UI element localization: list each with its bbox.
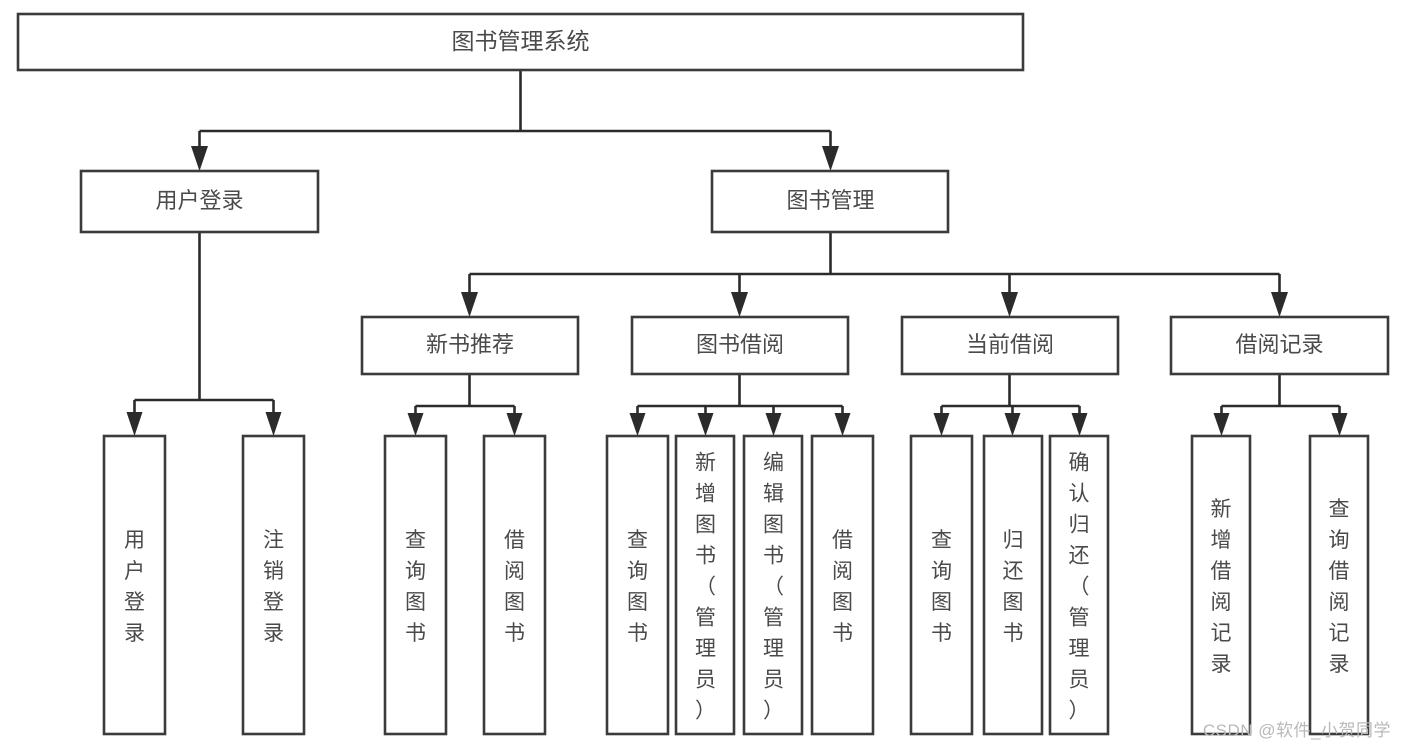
node-borrow-record-label: 借阅记录 <box>1235 332 1323 357</box>
arrow-head-icon <box>629 413 646 436</box>
arrow-head-icon <box>765 413 782 436</box>
node-leaf-borrow-book-2-box[interactable] <box>810 434 875 736</box>
node-leaf-query-book-1[interactable]: 查询图书 <box>383 434 448 736</box>
arrow-head-icon <box>265 412 282 436</box>
arrow-head-icon <box>933 413 950 436</box>
connector-layer <box>126 70 1348 436</box>
node-user-login-label: 用户登录 <box>155 188 243 213</box>
node-leaf-user-login-box[interactable] <box>102 434 167 736</box>
arrow-head-icon <box>1331 413 1348 436</box>
node-leaf-add-record[interactable]: 新增借阅记录 <box>1190 434 1252 736</box>
arrow-head-icon <box>1071 413 1088 436</box>
arrow-head-icon <box>1271 292 1288 317</box>
arrow-head-icon <box>731 292 748 317</box>
node-root-box[interactable] <box>16 12 1025 72</box>
node-leaf-edit-book[interactable]: 编辑图书（管理员） <box>742 434 804 736</box>
arrow-head-icon <box>506 413 523 436</box>
node-leaf-borrow-book-1-box[interactable] <box>482 434 547 736</box>
arrow-head-icon <box>126 412 143 436</box>
node-leaf-query-book-1-box[interactable] <box>383 434 448 736</box>
node-leaf-query-book-1-label: 查询图书 <box>405 529 426 645</box>
node-leaf-add-book-label: 新增图书（管理员） <box>695 452 716 723</box>
node-leaf-edit-book-box[interactable] <box>742 434 804 736</box>
node-book-borrow[interactable]: 图书借阅 <box>630 315 850 376</box>
node-leaf-user-login-label: 用户登录 <box>124 529 145 645</box>
node-user-login[interactable]: 用户登录 <box>79 169 320 234</box>
node-leaf-borrow-book-2[interactable]: 借阅图书 <box>810 434 875 736</box>
node-leaf-user-logout[interactable]: 注销登录 <box>241 434 306 736</box>
node-new-book-rec-label: 新书推荐 <box>426 332 514 357</box>
node-leaf-query-record[interactable]: 查询借阅记录 <box>1308 434 1370 736</box>
node-leaf-confirm-return-box[interactable] <box>1048 434 1110 736</box>
leaf-layer: 用户登录 注销登录 查询图书 借阅图书 查询图书 新增图书（管理员） <box>102 434 1370 736</box>
node-book-manage[interactable]: 图书管理 <box>710 169 950 234</box>
node-current-borrow-label: 当前借阅 <box>966 332 1054 357</box>
node-leaf-return-book-label: 归还图书 <box>1003 529 1024 645</box>
node-leaf-return-book-box[interactable] <box>982 434 1044 736</box>
node-book-borrow-label: 图书借阅 <box>696 332 784 357</box>
arrow-head-icon <box>191 146 208 171</box>
node-user-login-box[interactable] <box>79 169 320 234</box>
node-leaf-borrow-book-1[interactable]: 借阅图书 <box>482 434 547 736</box>
arrow-head-icon <box>1001 292 1018 317</box>
node-leaf-borrow-book-1-label: 借阅图书 <box>504 529 525 645</box>
node-leaf-borrow-book-2-label: 借阅图书 <box>832 529 853 645</box>
node-leaf-query-book-2-label: 查询图书 <box>627 529 648 645</box>
node-leaf-query-book-3[interactable]: 查询图书 <box>909 434 974 736</box>
node-current-borrow-box[interactable] <box>900 315 1120 376</box>
node-leaf-user-logout-box[interactable] <box>241 434 306 736</box>
node-book-borrow-box[interactable] <box>630 315 850 376</box>
node-leaf-return-book[interactable]: 归还图书 <box>982 434 1044 736</box>
arrow-head-icon <box>834 413 851 436</box>
node-leaf-query-record-box[interactable] <box>1308 434 1370 736</box>
arrow-head-icon <box>407 413 424 436</box>
node-book-manage-label: 图书管理 <box>786 188 874 213</box>
node-borrow-record-box[interactable] <box>1169 315 1390 376</box>
node-leaf-query-book-3-box[interactable] <box>909 434 974 736</box>
node-leaf-query-book-2-box[interactable] <box>605 434 670 736</box>
node-leaf-confirm-return[interactable]: 确认归还（管理员） <box>1048 434 1110 736</box>
node-leaf-add-book-box[interactable] <box>674 434 736 736</box>
csdn-watermark: CSDN @软件_小贺同学 <box>1202 721 1391 740</box>
arrow-head-icon <box>461 292 478 317</box>
node-new-book-rec-box[interactable] <box>360 315 580 376</box>
node-leaf-add-book[interactable]: 新增图书（管理员） <box>674 434 736 736</box>
arrow-head-icon <box>697 413 714 436</box>
arrow-head-icon <box>1213 413 1230 436</box>
node-leaf-query-book-3-label: 查询图书 <box>931 529 952 645</box>
node-leaf-add-record-box[interactable] <box>1190 434 1252 736</box>
node-leaf-query-book-2[interactable]: 查询图书 <box>605 434 670 736</box>
node-leaf-add-record-label: 新增借阅记录 <box>1211 498 1232 676</box>
node-leaf-edit-book-label: 编辑图书（管理员） <box>763 452 784 723</box>
node-borrow-record[interactable]: 借阅记录 <box>1169 315 1390 376</box>
node-root[interactable]: 图书管理系统 <box>16 12 1025 72</box>
node-root-label: 图书管理系统 <box>452 28 590 54</box>
node-book-manage-box[interactable] <box>710 169 950 234</box>
node-current-borrow[interactable]: 当前借阅 <box>900 315 1120 376</box>
node-new-book-rec[interactable]: 新书推荐 <box>360 315 580 376</box>
node-leaf-query-record-label: 查询借阅记录 <box>1329 498 1350 676</box>
node-leaf-user-logout-label: 注销登录 <box>263 529 284 645</box>
arrow-head-icon <box>822 146 839 171</box>
node-leaf-user-login[interactable]: 用户登录 <box>102 434 167 736</box>
node-leaf-confirm-return-label: 确认归还（管理员） <box>1069 452 1090 723</box>
arrow-head-icon <box>1004 413 1021 436</box>
